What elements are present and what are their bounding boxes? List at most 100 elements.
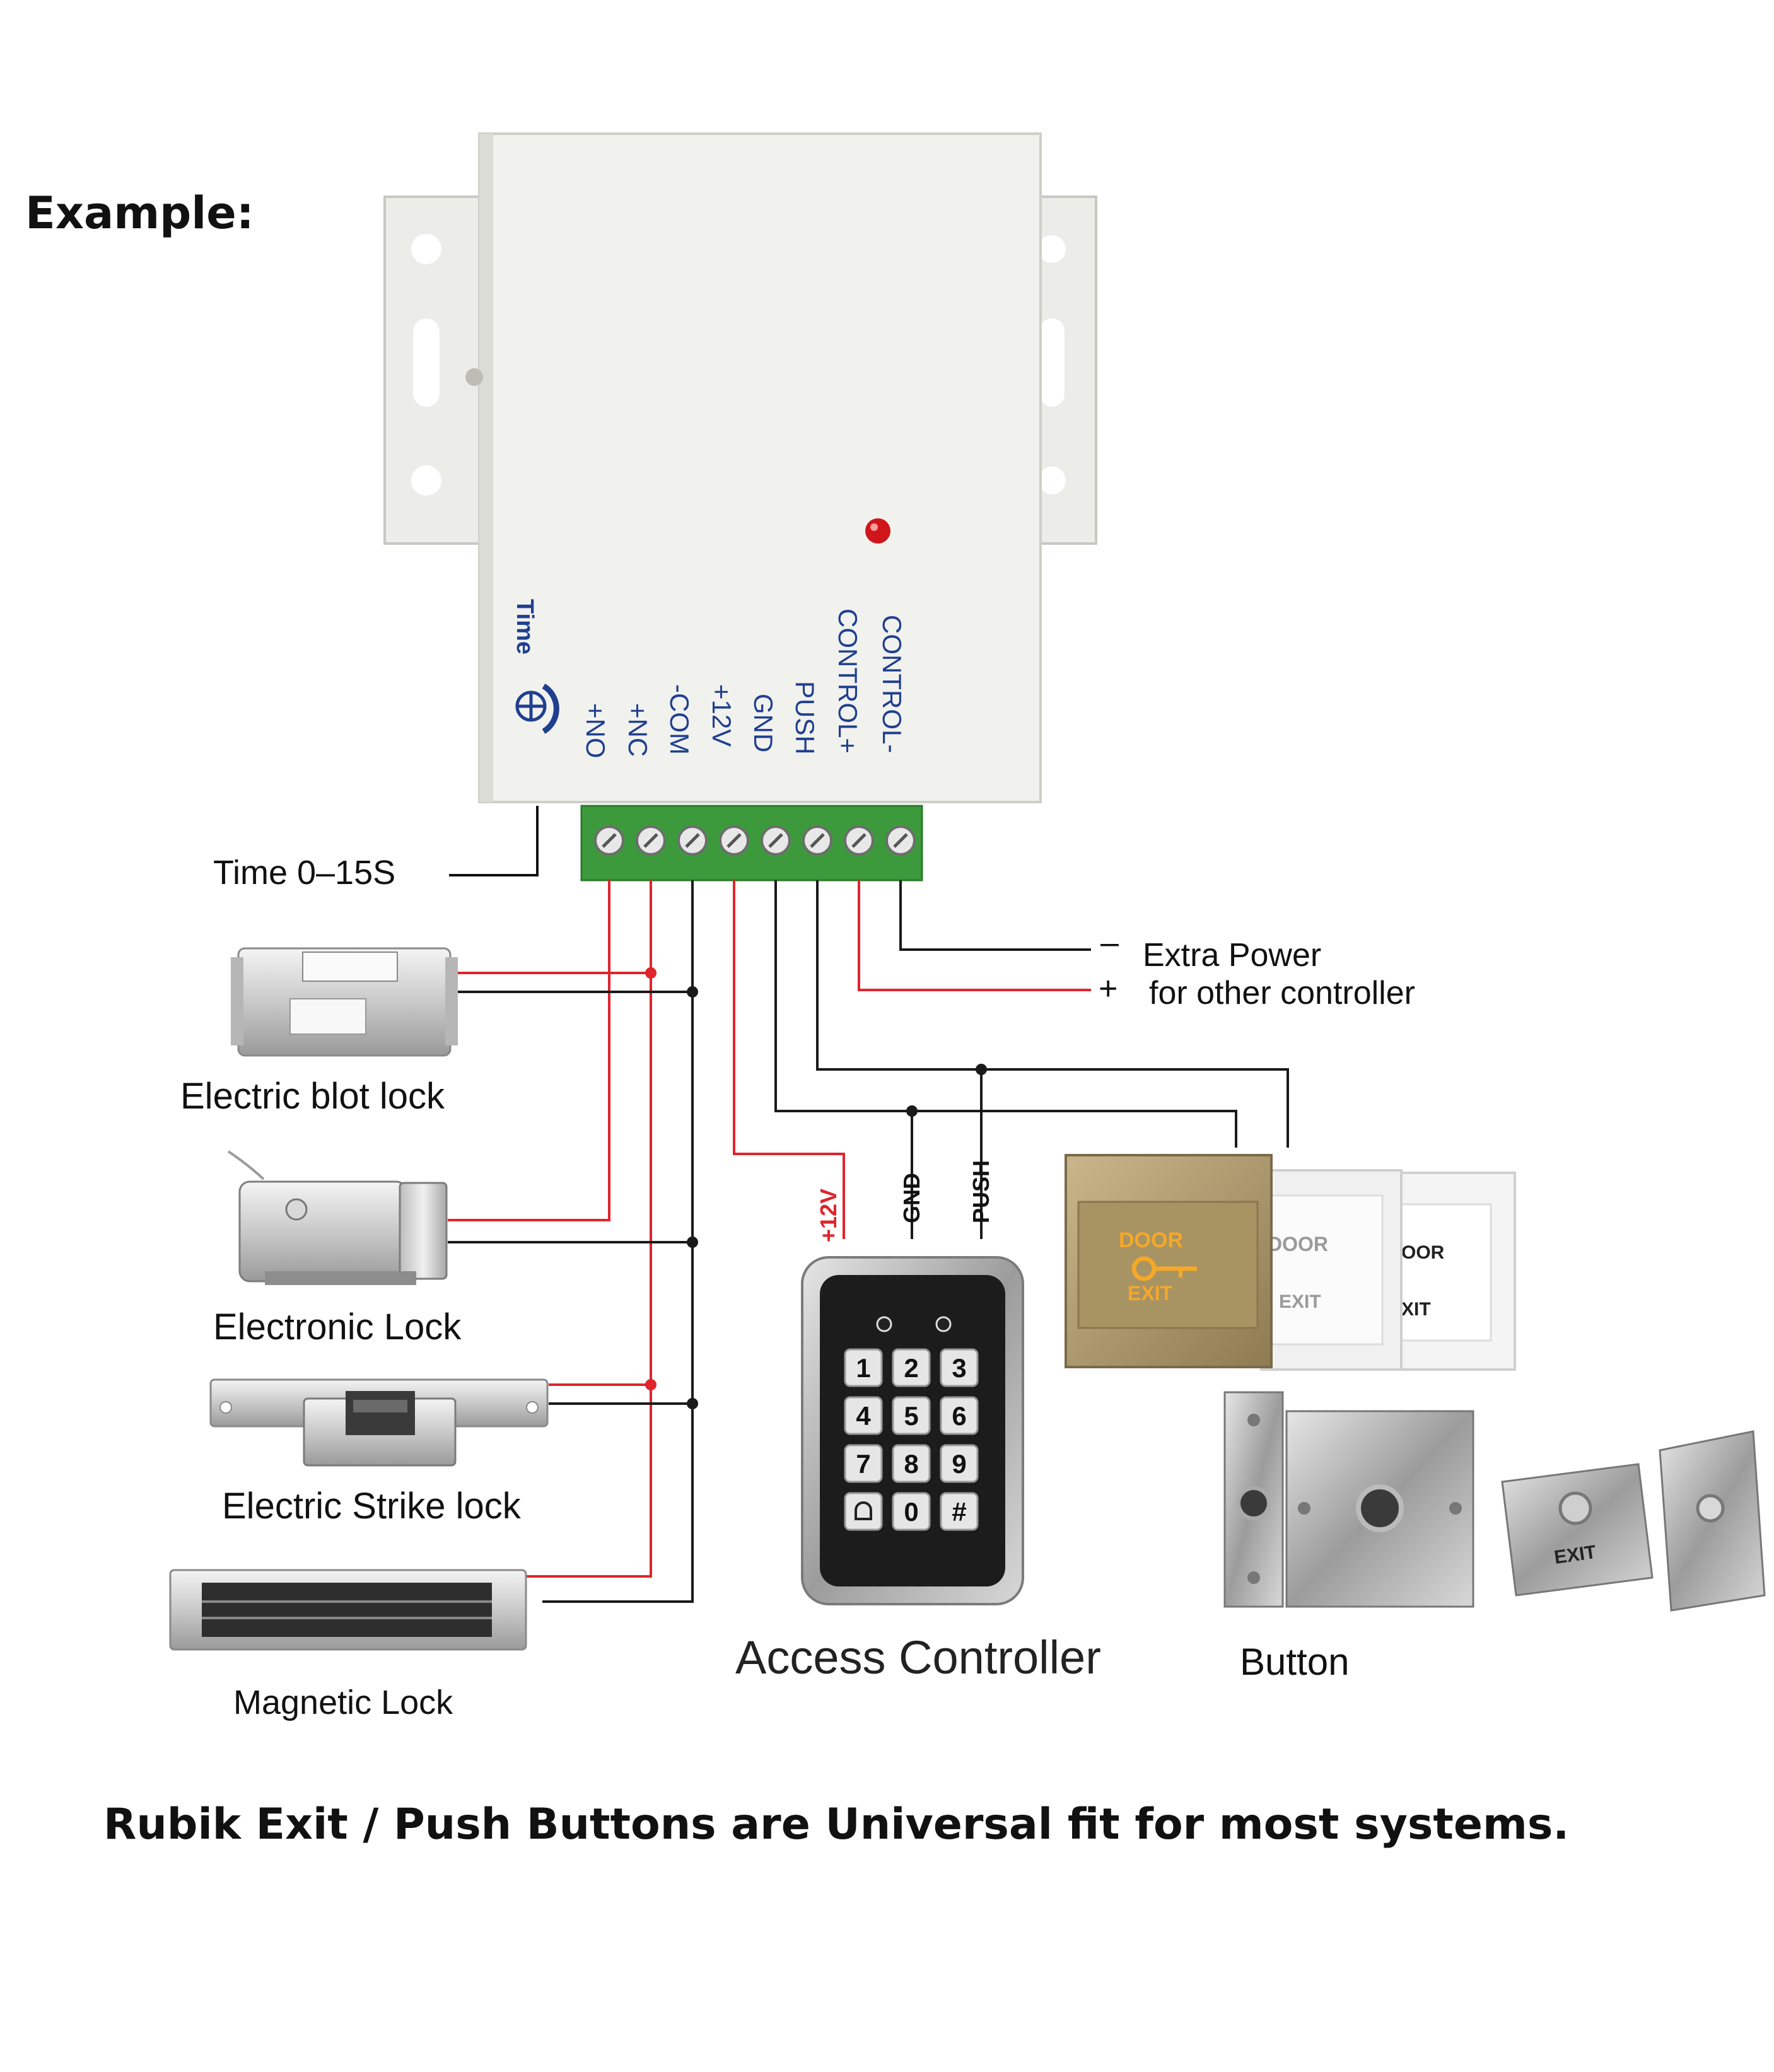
- keypad-key-label: 9: [952, 1449, 966, 1479]
- strike-latch-inner: [353, 1400, 407, 1412]
- stainless-push-button: [1356, 1484, 1404, 1532]
- junction-dot: [687, 1398, 698, 1409]
- keypad-key: [844, 1492, 883, 1531]
- extra-power-line2: for other controller: [1149, 975, 1415, 1011]
- ear-hole: [411, 234, 441, 264]
- keypad-key: [892, 1396, 931, 1435]
- electronic-lock-body: [238, 1180, 407, 1283]
- time-label: Time: [511, 599, 538, 655]
- stainless-push-button: [1237, 1486, 1271, 1520]
- time-knob-icon: [515, 690, 547, 722]
- wire-no: [448, 880, 610, 1221]
- magnetic-lock-label-text: Magnetic Lock: [233, 1684, 453, 1721]
- footer-statement: Rubik Exit / Push Buttons are Universal …: [103, 1800, 1569, 1849]
- wire-com: [542, 880, 694, 1603]
- junction-dot: [645, 967, 656, 979]
- wire-control-minus: [899, 880, 1091, 951]
- white-exit-door-text: OOR: [1401, 1242, 1445, 1263]
- gold-exit-exit-text: EXIT: [1128, 1282, 1173, 1305]
- electronic-lock-base: [265, 1271, 416, 1285]
- gold-exit-door-text: DOOR: [1119, 1228, 1183, 1252]
- exit-buttons: OOR XIT DOOR EXIT DOOR EXIT EXIT: [1065, 1154, 1766, 1612]
- terminal-screw-slots: [602, 833, 908, 848]
- extra-power-label: – + Extra Power for other controller: [1099, 924, 1415, 1011]
- small-exit-box: [1501, 1463, 1654, 1597]
- magnetic-lock: [169, 1569, 527, 1651]
- indicator-dot: [935, 1316, 952, 1332]
- gold-exit-button-inner: [1077, 1201, 1259, 1329]
- ear-slot: [413, 318, 440, 407]
- status-led-glint: [870, 523, 878, 531]
- wire-label-12v: +12V: [815, 1189, 841, 1242]
- keypad-key-label: 8: [904, 1449, 918, 1479]
- keypad-key: [940, 1444, 979, 1483]
- ear-slot: [1039, 318, 1065, 407]
- indicator-dot: [876, 1316, 892, 1332]
- small-exit-push-button: [1558, 1491, 1592, 1525]
- wire-gnd: [774, 880, 1237, 1148]
- electronic-lock-bolt: [399, 1182, 448, 1280]
- wire-label-gnd: GND: [899, 1173, 925, 1223]
- bell-icon: [855, 1501, 872, 1520]
- keypad-key: [940, 1348, 979, 1387]
- enclosure-shade: [479, 134, 493, 802]
- ear-hole: [1038, 235, 1066, 263]
- white-exit-exit-text-2: EXIT: [1279, 1291, 1321, 1312]
- stainless-narrow-plate: [1223, 1391, 1284, 1608]
- keypad-key: [892, 1348, 931, 1387]
- terminal-label-com: -COM: [665, 684, 694, 755]
- keypad-key: [940, 1492, 979, 1531]
- keypad-key-label: 1: [856, 1353, 870, 1383]
- keypad-key-label: 2: [904, 1353, 918, 1383]
- terminal-label-12v: +12V: [707, 684, 737, 747]
- junction-dot: [687, 1237, 698, 1248]
- stainless-screw: [1247, 1414, 1260, 1426]
- wires: [448, 880, 1289, 1603]
- access-controller-caption: Access Controller: [735, 1631, 1101, 1684]
- terminal-label-no: +NO: [581, 703, 610, 759]
- time-knob-arc-icon: [542, 684, 559, 734]
- wire-control-plus: [858, 880, 1091, 991]
- enclosure-body: [478, 132, 1042, 803]
- electronic-lock-keyhole: [285, 1198, 308, 1221]
- terminal-label-nc: +NC: [623, 703, 653, 757]
- stainless-screw: [1298, 1502, 1310, 1515]
- plus-sign: +: [1099, 970, 1118, 1007]
- keypad-key-label: 5: [904, 1401, 918, 1431]
- junction-dot: [687, 986, 698, 998]
- white-exit-door-text-2: DOOR: [1268, 1233, 1328, 1255]
- electronic-lock-label-text: Electronic Lock: [213, 1307, 462, 1347]
- controller-box: Time: [383, 132, 1097, 803]
- keypad-key: [892, 1492, 931, 1531]
- terminal-label-push: PUSH: [790, 681, 820, 755]
- status-led: [865, 518, 890, 544]
- strike-hole-left: [219, 1401, 232, 1414]
- keypad-key: [844, 1348, 883, 1387]
- terminal-label-control-plus: CONTROL+: [833, 608, 863, 754]
- stainless-screw: [1449, 1502, 1462, 1515]
- terminal-labels: +NO +NC -COM +12V GND PUSH CONTROL+ CONT…: [581, 608, 907, 759]
- keypad-wire-labels: +12V GND PUSH: [815, 1160, 994, 1242]
- electronic-lock-wire: [227, 1150, 265, 1180]
- terminal-block: [580, 805, 923, 882]
- extra-power-line1: Extra Power: [1143, 937, 1321, 974]
- white-exit-exit-text: XIT: [1401, 1299, 1431, 1320]
- electric-bolt-lock: [231, 947, 458, 1057]
- keypad-key: [844, 1396, 883, 1435]
- keypad-key-label: 3: [952, 1353, 966, 1383]
- keypad-key: [844, 1444, 883, 1483]
- white-exit-button-back-inner: [1396, 1203, 1492, 1342]
- keypad-key-label: 4: [856, 1401, 871, 1431]
- time-range-label: Time 0–15S: [213, 854, 395, 892]
- slim-exit-push-button: [1696, 1494, 1725, 1523]
- keypad-key-label: 6: [952, 1401, 966, 1431]
- keypad-key-label: 0: [904, 1497, 918, 1527]
- keypad-key: [940, 1396, 979, 1435]
- white-exit-button-inner: [1270, 1194, 1384, 1346]
- terminal-screws: [594, 825, 916, 856]
- wire-12v: [733, 880, 845, 1239]
- screw-side: [465, 368, 483, 386]
- wire-push: [816, 880, 1289, 1148]
